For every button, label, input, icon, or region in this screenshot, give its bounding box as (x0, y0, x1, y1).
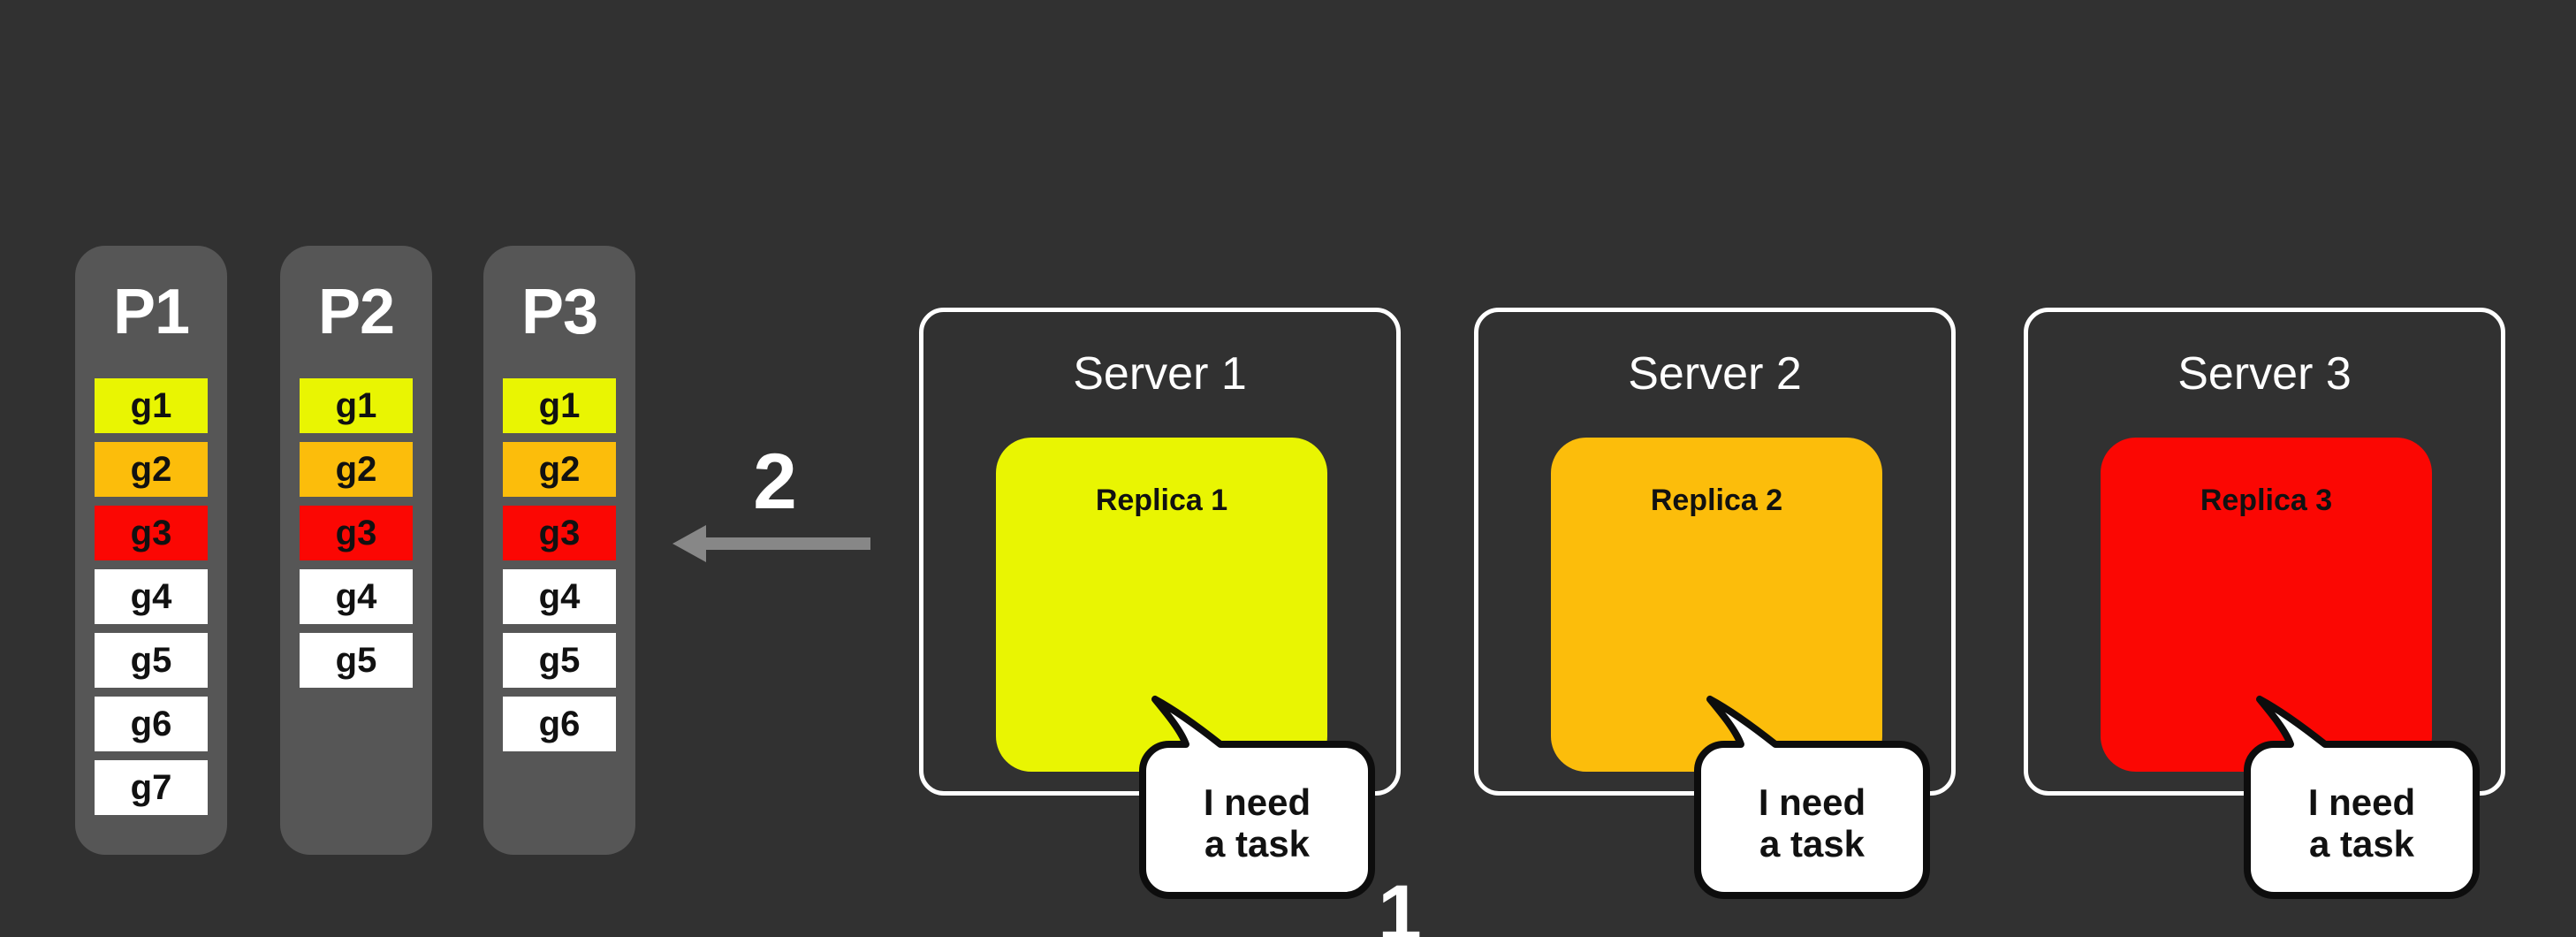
speech-bubble (1694, 696, 1930, 899)
task-list: g1 g2 g3 g4 g5 g6 g7 (75, 378, 227, 815)
speech-line-1: I need (1203, 781, 1311, 823)
speech-line-2: a task (1759, 823, 1866, 865)
task-cell: g2 (300, 442, 413, 497)
speech-bubble (1139, 696, 1375, 899)
step-2-label: 2 (753, 437, 797, 525)
task-cell: g2 (503, 442, 616, 497)
task-cell: g1 (300, 378, 413, 433)
server-label: Server 3 (2177, 348, 2352, 400)
partition-p1: P1 g1 g2 g3 g4 g5 g6 g7 (75, 246, 227, 855)
replica-box: Replica 1 (996, 438, 1327, 772)
partition-label: P1 (112, 277, 190, 347)
partition-label: P3 (521, 277, 598, 347)
task-cell: g3 (95, 506, 208, 560)
task-cell: g4 (95, 569, 208, 624)
task-cell: g2 (95, 442, 208, 497)
server-box-1: Server 1 Replica 1 (919, 308, 1401, 796)
speech-bubble-text: I need a task (2247, 781, 2476, 865)
partition-label: P2 (317, 277, 395, 347)
task-cell: g5 (300, 633, 413, 688)
server-label: Server 1 (1073, 348, 1247, 400)
speech-bubble-text: I need a task (1143, 781, 1372, 865)
server-box-3: Server 3 Replica 3 (2024, 308, 2505, 796)
task-cell: g3 (300, 506, 413, 560)
replica-label: Replica 3 (2200, 484, 2333, 517)
speech-bubble (2244, 696, 2480, 899)
replica-box: Replica 2 (1551, 438, 1882, 772)
task-cell: g5 (503, 633, 616, 688)
task-list: g1 g2 g3 g4 g5 (280, 378, 432, 688)
server-label: Server 2 (1628, 348, 1802, 400)
speech-line-1: I need (2307, 781, 2416, 823)
partition-p2: P2 g1 g2 g3 g4 g5 (280, 246, 432, 855)
speech-bubble-shape (1139, 696, 1375, 899)
speech-bubble-shape (2244, 696, 2480, 899)
speech-line-2: a task (2308, 823, 2415, 865)
arrow-left-icon (672, 525, 870, 562)
task-cell: g6 (95, 697, 208, 751)
task-list: g1 g2 g3 g4 g5 g6 (483, 378, 635, 751)
speech-line-2: a task (1204, 823, 1311, 865)
speech-bubble-shape (1694, 696, 1930, 899)
step-1-label: 1 (1378, 868, 1422, 937)
server-box-2: Server 2 Replica 2 (1474, 308, 1956, 796)
speech-line-1: I need (1758, 781, 1866, 823)
task-cell: g4 (503, 569, 616, 624)
task-cell: g5 (95, 633, 208, 688)
task-cell: g1 (503, 378, 616, 433)
task-cell: g7 (95, 760, 208, 815)
speech-bubble-text: I need a task (1698, 781, 1926, 865)
task-cell: g4 (300, 569, 413, 624)
partition-p3: P3 g1 g2 g3 g4 g5 g6 (483, 246, 635, 855)
replica-label: Replica 2 (1650, 484, 1783, 517)
task-cell: g3 (503, 506, 616, 560)
task-cell: g6 (503, 697, 616, 751)
task-cell: g1 (95, 378, 208, 433)
replica-box: Replica 3 (2101, 438, 2432, 772)
replica-label: Replica 1 (1095, 484, 1228, 517)
